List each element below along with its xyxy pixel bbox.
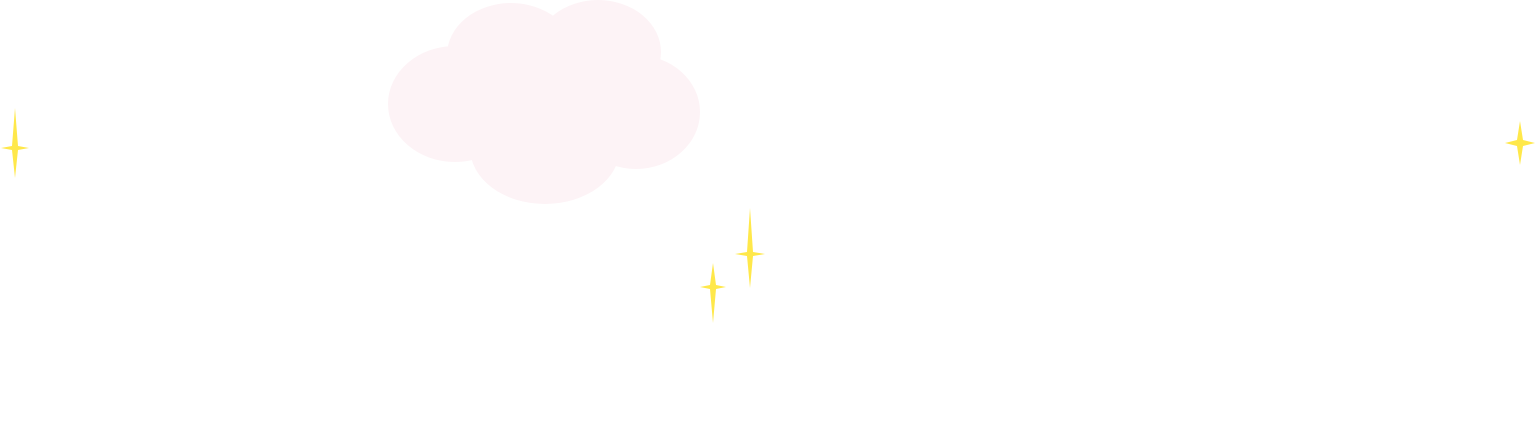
cloud-icon (388, 0, 702, 205)
cloud-shape (388, 0, 700, 204)
sparkle-icon (735, 208, 765, 288)
sparkle-icon (1505, 121, 1535, 165)
sparkle-icon (1, 108, 29, 178)
sparkle-icon (700, 263, 726, 323)
